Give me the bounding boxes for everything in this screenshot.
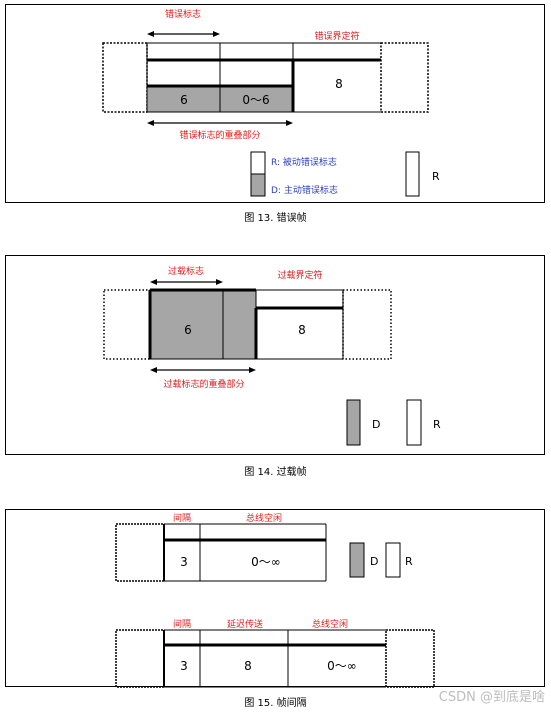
fig14-overload-flag-label: 过载标志 bbox=[168, 265, 204, 277]
fig13-overlap-label: 错误标志的重叠部分 bbox=[179, 129, 260, 141]
fig13-seg-8-label: 8 bbox=[335, 77, 343, 91]
figure-14-panel bbox=[5, 255, 545, 455]
fig13-r-box bbox=[405, 151, 420, 197]
fig13-right-frame-block bbox=[380, 42, 429, 113]
fig15-bottom-seg-inf: 0～∞ bbox=[327, 659, 357, 673]
figure-13-panel bbox=[5, 4, 545, 203]
fig15-bottom-right-frame-block bbox=[385, 629, 435, 688]
fig14-seg-overlap bbox=[222, 289, 257, 360]
fig14-arrowhead-left bbox=[150, 279, 157, 285]
fig15-r-text: R bbox=[405, 555, 413, 568]
fig15-bottom-left-frame-block bbox=[115, 629, 165, 688]
fig13-caption: 图 13. 错误帧 bbox=[244, 213, 307, 224]
fig13-r-text: R bbox=[432, 170, 440, 183]
fig15-bottom-seg-8: 8 bbox=[244, 659, 252, 673]
fig13-arrowhead-left bbox=[147, 31, 154, 37]
fig15-d-box bbox=[349, 542, 365, 578]
fig13-legend-d-text: D: 主动错误标志 bbox=[271, 184, 338, 196]
fig14-r-text: R bbox=[433, 418, 441, 431]
fig14-overlap-label: 过载标志的重叠部分 bbox=[163, 378, 244, 390]
fig15-bottom-interval-label: 间隔 bbox=[173, 618, 191, 630]
fig14-d-box bbox=[346, 399, 361, 446]
fig15-top-bus-idle-label: 总线空闲 bbox=[246, 512, 282, 524]
fig13-arrowhead-right bbox=[213, 31, 220, 37]
fig15-top-left-frame-block bbox=[115, 523, 165, 582]
fig14-seg-8-label: 8 bbox=[298, 323, 306, 337]
fig13-error-flag-label: 错误标志 bbox=[165, 8, 201, 20]
fig13-overlap-arrowhead-left bbox=[147, 120, 154, 126]
fig14-overload-delimiter-label: 过载界定符 bbox=[277, 269, 322, 281]
fig14-caption: 图 14. 过载帧 bbox=[244, 467, 307, 478]
fig14-d-text: D bbox=[372, 418, 380, 431]
watermark: CSDN @到底是啥 bbox=[438, 690, 545, 705]
fig15-bottom-bus-idle-label: 总线空闲 bbox=[312, 618, 348, 630]
fig14-arrowhead-right bbox=[216, 279, 223, 285]
fig13-error-delimiter-label: 错误界定符 bbox=[314, 30, 359, 42]
fig14-seg-6 bbox=[149, 289, 224, 360]
fig14-r-box bbox=[406, 399, 422, 446]
fig15-r-box bbox=[385, 542, 401, 578]
fig15-top-seg-3: 3 bbox=[180, 555, 188, 569]
fig15-bottom-suspend-label: 延迟传送 bbox=[227, 618, 263, 630]
fig13-seg-6-label: 6 bbox=[180, 93, 188, 107]
fig13-legend-r-text: R: 被动错误标志 bbox=[271, 156, 337, 168]
fig15-top-seg-inf: 0～∞ bbox=[251, 555, 281, 569]
fig15-top-interval-label: 间隔 bbox=[173, 512, 191, 524]
fig15-bottom-seg-3: 3 bbox=[180, 659, 188, 673]
fig15-caption: 图 15. 帧间隔 bbox=[244, 698, 307, 709]
fig15-d-text: D bbox=[370, 555, 378, 568]
fig13-legend-d-box bbox=[250, 173, 266, 197]
fig14-overlap-arrowhead-left bbox=[150, 367, 157, 373]
fig14-overlap-arrowhead-right bbox=[249, 367, 256, 373]
fig13-seg-0-6-label: 0～6 bbox=[242, 93, 269, 107]
fig13-seg-6 bbox=[146, 85, 221, 113]
fig14-seg-6-label: 6 bbox=[184, 323, 192, 337]
fig13-overlap-arrowhead-right bbox=[286, 120, 293, 126]
